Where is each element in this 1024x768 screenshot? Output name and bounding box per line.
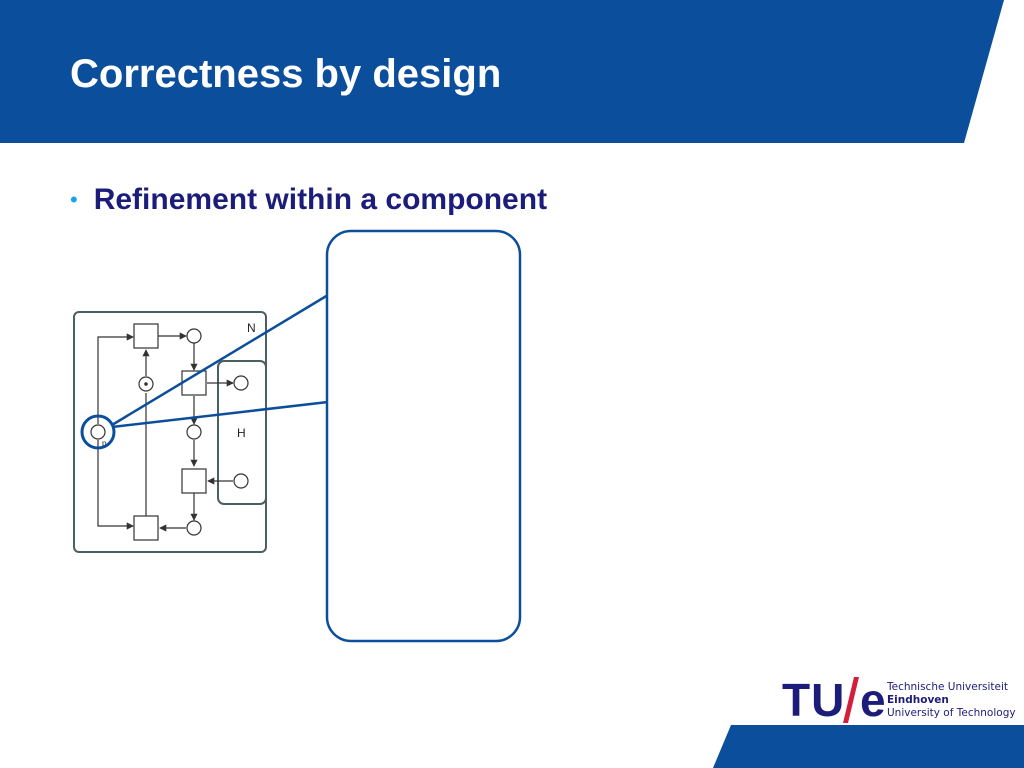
logo-wordmark: Technische Universiteit Eindhoven Univer… [887, 681, 1016, 720]
logo-line-3: University of Technology [887, 707, 1016, 719]
place-bottom [186, 520, 202, 536]
highlight-ring [80, 414, 116, 450]
place-mid [186, 424, 202, 440]
transition-top [133, 323, 159, 349]
place-h-top [233, 375, 249, 391]
tue-logo: TU e Technische Universiteit Eindhoven U… [782, 675, 1018, 725]
net-label-n: N [247, 321, 256, 335]
subnet-h-box [217, 360, 267, 505]
subnet-label-h: H [237, 426, 246, 440]
logo-slash-icon [843, 677, 859, 723]
transitions [133, 323, 207, 541]
logo-tu: TU [782, 674, 846, 726]
place-top [186, 328, 202, 344]
callout-line-lower [111, 400, 329, 429]
token-dot [144, 382, 148, 386]
bullet-item: • Refinement within a component [70, 183, 547, 217]
bullet-dot-icon: • [70, 187, 78, 212]
transition-lower [181, 468, 207, 494]
bullet-text: Refinement within a component [93, 183, 548, 216]
places [90, 328, 249, 536]
logo-line-1: Technische Universiteit [887, 681, 1009, 693]
callout-box [325, 229, 522, 643]
slide-title: Correctness by design [70, 52, 502, 96]
logo-line-2: Eindhoven [887, 694, 949, 706]
logo-e: e [860, 674, 886, 726]
transition-bottom [133, 515, 159, 541]
arcs [97, 332, 234, 532]
header-background [0, 0, 1004, 143]
place-h-bottom [233, 473, 249, 489]
callout-line-upper [111, 293, 329, 427]
header-band: Correctness by design [0, 0, 1024, 143]
place-marker-label: p [102, 439, 107, 448]
place-left [90, 424, 106, 440]
